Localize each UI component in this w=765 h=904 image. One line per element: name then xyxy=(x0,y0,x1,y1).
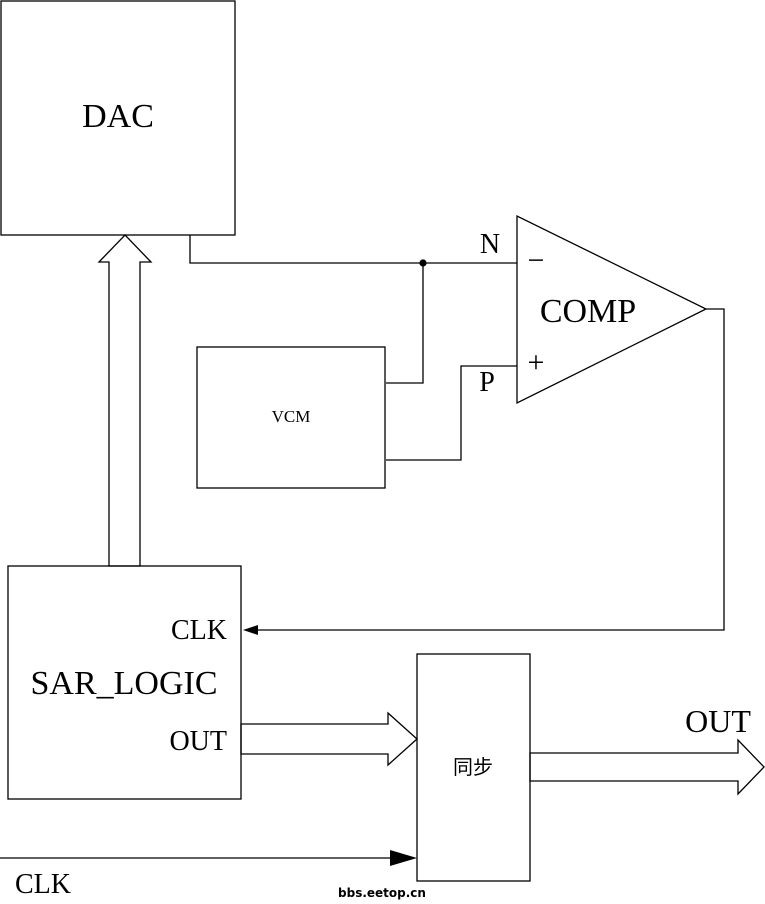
comparator: COMP − + N P xyxy=(479,214,708,405)
vcm-label: VCM xyxy=(272,407,311,426)
output-label: OUT xyxy=(685,703,751,739)
sync-block: 同步 xyxy=(416,653,531,882)
watermark-text: bbs.eetop.cn xyxy=(338,886,426,900)
sar-clk-arrowhead xyxy=(243,625,258,635)
dac-label: DAC xyxy=(82,98,154,135)
vcm-top-wire xyxy=(386,263,424,384)
sar-to-sync-bus-arrow xyxy=(240,711,418,767)
dac-to-comp-n-wire xyxy=(189,235,517,264)
sar-clk-pin-label: CLK xyxy=(171,615,227,646)
comp-plus-sign: + xyxy=(528,346,545,379)
sar-logic-box xyxy=(7,565,242,800)
clk-input-arrowhead xyxy=(390,850,417,866)
comp-minus-sign: − xyxy=(528,244,545,277)
vcm-box xyxy=(196,346,386,489)
vcm-block: VCM xyxy=(196,346,386,489)
comp-to-sar-clk-wire xyxy=(257,308,725,631)
dac-block: DAC xyxy=(0,0,236,236)
comp-p-label: P xyxy=(479,367,495,398)
clk-input-label: CLK xyxy=(15,869,71,900)
dac-box xyxy=(0,0,236,236)
sar-logic-block: SAR_LOGIC CLK OUT xyxy=(7,565,242,800)
output-bus-arrow xyxy=(529,738,765,796)
sar-to-dac-bus-arrow xyxy=(97,234,153,567)
comparator-triangle xyxy=(516,214,708,405)
comp-label: COMP xyxy=(540,293,636,330)
sar-logic-label: SAR_LOGIC xyxy=(30,665,217,702)
sync-label: 同步 xyxy=(453,756,493,779)
vcm-to-comp-p-wire xyxy=(386,365,517,461)
sar-out-pin-label: OUT xyxy=(169,726,227,757)
comp-n-label: N xyxy=(480,229,500,260)
